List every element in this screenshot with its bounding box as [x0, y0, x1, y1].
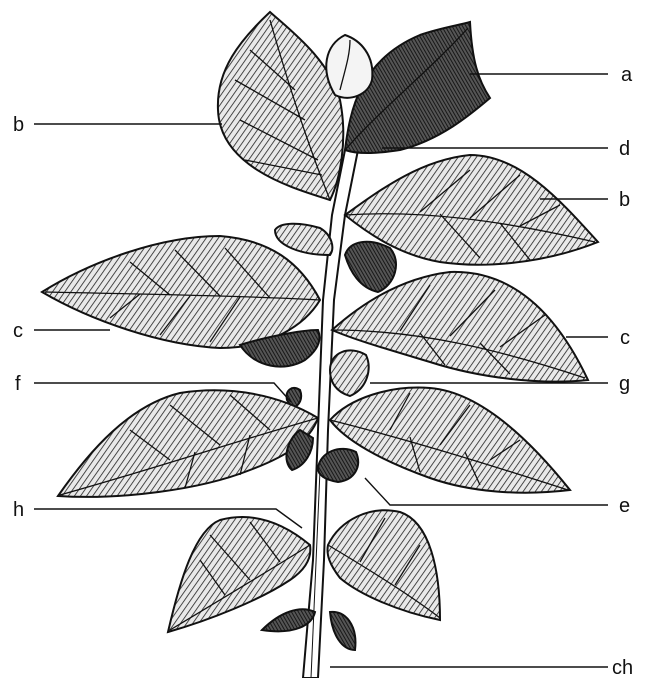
- label-c-left: c: [13, 320, 23, 342]
- top-center-leaf: [326, 35, 372, 98]
- bottom-right-leaf: [328, 510, 441, 620]
- small-leaf-g: [330, 350, 369, 396]
- middle-left-leaf: [42, 236, 320, 348]
- label-b-left: b: [13, 114, 24, 136]
- lower-left-leaf: [58, 390, 318, 497]
- label-ch: ch: [612, 657, 633, 678]
- lower-right-leaf: [330, 388, 570, 493]
- top-left-leaf: [218, 12, 343, 200]
- label-a: a: [621, 64, 633, 86]
- label-c-right: c: [620, 327, 630, 349]
- label-b-right: b: [619, 189, 630, 211]
- label-h: h: [13, 499, 24, 521]
- label-d: d: [619, 138, 630, 160]
- label-e: e: [619, 495, 630, 517]
- label-g: g: [619, 373, 630, 395]
- label-f: f: [15, 373, 21, 395]
